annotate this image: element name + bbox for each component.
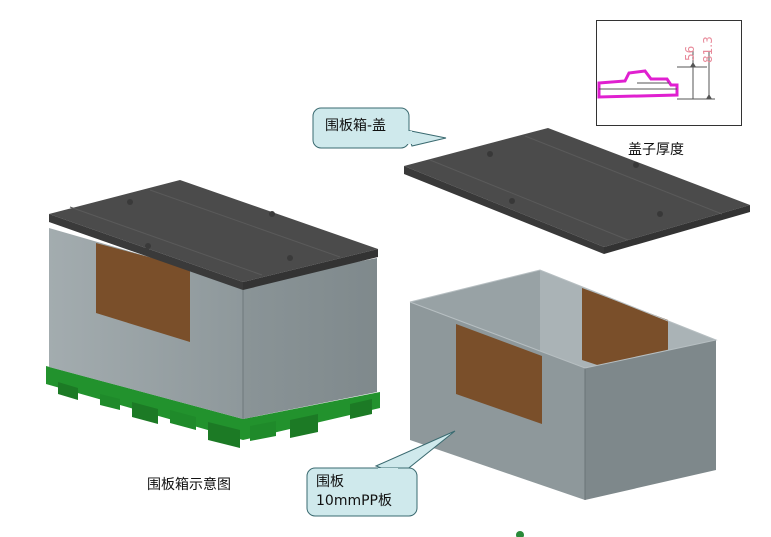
lid-thickness-detail: 56 81.3 xyxy=(596,20,742,126)
lid-thickness-caption: 盖子厚度 xyxy=(628,142,684,158)
lid-profile-drawing xyxy=(597,51,715,100)
assembled-box xyxy=(46,180,380,448)
box-front-wall xyxy=(243,258,377,419)
sleeve-panels xyxy=(409,269,718,500)
panel-callout-line2: 10mmPP板 xyxy=(316,493,392,509)
assembly-caption: 围板箱示意图 xyxy=(147,477,231,493)
lid-callout xyxy=(312,107,447,149)
box-label-panel xyxy=(96,243,190,342)
box-lid xyxy=(49,180,378,290)
green-pallet xyxy=(46,366,380,448)
dim-outer-label: 81.3 xyxy=(701,36,715,63)
panel-callout xyxy=(306,430,456,517)
panel-callout-line1: 围板 xyxy=(316,474,344,490)
lid-callout-text: 围板箱-盖 xyxy=(325,118,387,134)
dim-inner-label: 56 xyxy=(683,45,697,61)
loose-lid xyxy=(404,128,750,254)
